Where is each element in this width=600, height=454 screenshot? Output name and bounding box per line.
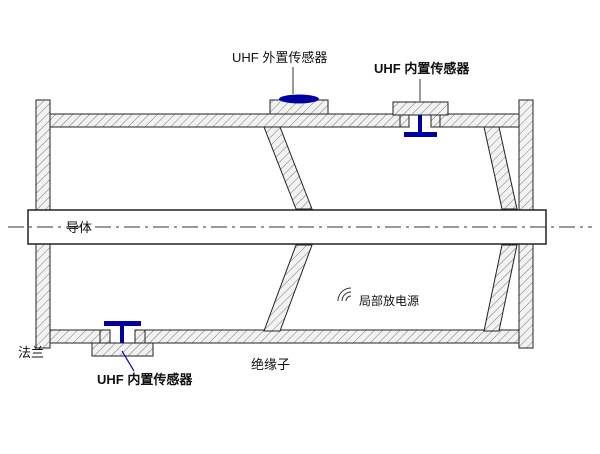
pd-wave-icon [337, 287, 352, 302]
left-flange-top [35, 99, 51, 211]
left-flange-bottom [35, 243, 51, 349]
label-uhf-external-sensor: UHF 外置传感器 [232, 50, 327, 65]
top-internal-antenna-bar [404, 132, 437, 137]
pd-wave-arc-1 [345, 295, 352, 302]
right-insulator-upper-cone [483, 126, 518, 210]
top-internal-antenna-stem [418, 115, 422, 133]
bottom-wall-left-segment [49, 329, 101, 344]
bottom-internal-sensor-plate [91, 342, 154, 357]
bottom-internal-antenna-stem [120, 326, 124, 343]
top-wall-right-segment [439, 113, 520, 128]
label-insulator: 绝缘子 [251, 357, 290, 372]
right-flange-bottom [518, 243, 534, 349]
center-insulator-upper-cone [263, 126, 313, 210]
pd-wave-arc-3 [337, 287, 352, 302]
top-internal-sensor-neck-right [430, 114, 441, 128]
pd-wave-arc-2 [341, 291, 352, 302]
top-internal-sensor-neck-left [399, 114, 410, 128]
external-uhf-sensor-disc [279, 94, 319, 104]
conductor-bar [27, 209, 547, 245]
label-uhf-internal-sensor-bottom: UHF 内置传感器 [97, 372, 193, 387]
right-flange-top [518, 99, 534, 211]
bottom-wall-right-segment [144, 329, 520, 344]
top-internal-sensor-plate [392, 101, 449, 116]
right-insulator-lower-cone [483, 244, 518, 332]
label-uhf-internal-sensor-top: UHF 内置传感器 [374, 61, 470, 76]
bottom-internal-sensor-neck-left [99, 329, 111, 344]
bottom-internal-sensor-leader-line [121, 350, 135, 372]
bottom-internal-antenna-bar [104, 321, 141, 326]
label-conductor: 导体 [66, 220, 92, 235]
label-flange: 法兰 [18, 345, 44, 360]
center-insulator-lower-cone [263, 244, 313, 332]
bottom-internal-sensor-neck-right [134, 329, 146, 344]
label-pd-source: 局部放电源 [359, 293, 419, 308]
top-wall-left-segment [49, 113, 401, 128]
